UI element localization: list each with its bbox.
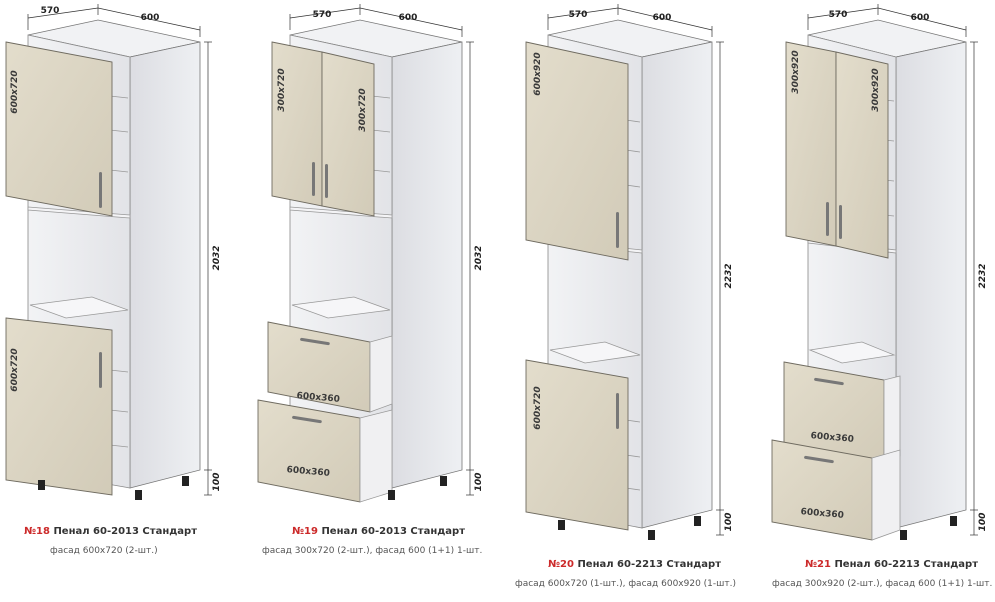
drawer-front-lower xyxy=(771,439,873,541)
door-handle xyxy=(312,162,315,196)
facade-size-label: 600x360 xyxy=(296,391,340,405)
leg-height-label: 100 xyxy=(724,513,734,532)
drawer-handle xyxy=(292,415,322,424)
width-label: 600 xyxy=(399,13,418,23)
dimension-lines xyxy=(547,4,724,536)
legs xyxy=(38,476,189,500)
legs xyxy=(558,516,701,540)
cabinet-facade-spec: фасад 600х720 (2-шт.) xyxy=(50,546,158,556)
facade-door-upper xyxy=(5,41,113,217)
door-handle xyxy=(99,172,102,208)
facade-labels: 600х720 600х720 300x720 300x720 600x360 … xyxy=(10,50,881,521)
cabinet-side xyxy=(391,41,463,489)
leg-height-label: 100 xyxy=(212,473,222,492)
cabinet-side xyxy=(895,41,967,529)
cabinet-caption: №18 Пенал 60-2013 Стандарт xyxy=(24,526,197,537)
facade-door-upper xyxy=(525,41,629,261)
width-label: 600 xyxy=(911,13,930,23)
dimension-lines xyxy=(27,4,212,496)
leg-height-label: 100 xyxy=(474,473,484,492)
facade-size-label: 600x360 xyxy=(800,507,844,521)
drawer-handle xyxy=(804,455,834,464)
cabinet-number: №19 xyxy=(292,526,318,537)
facade-size-label: 600x720 xyxy=(533,386,543,429)
depth-label: 570 xyxy=(569,10,588,20)
facade-size-label: 600x360 xyxy=(286,465,330,479)
depth-label: 570 xyxy=(313,10,332,20)
facade-door-right xyxy=(321,51,375,217)
drawer-box xyxy=(359,409,393,503)
facade-size-label: 600x360 xyxy=(810,431,854,445)
leg-height-label: 100 xyxy=(978,513,988,532)
door-handle xyxy=(325,164,328,198)
cabinet-facade-spec: фасад 600х720 (1-шт.), фасад 600х920 (1-… xyxy=(515,579,736,589)
cabinet-caption: №20 Пенал 60-2213 Стандарт xyxy=(548,559,721,570)
drawer-handle xyxy=(814,377,844,386)
cabinet-title: Пенал 60-2213 Стандарт xyxy=(577,559,722,570)
cabinet-number: №20 xyxy=(548,559,574,570)
dimension-lines xyxy=(807,4,978,536)
width-label: 600 xyxy=(141,13,160,23)
facade-size-label: 300x920 xyxy=(791,50,801,93)
cabinet-title: Пенал 60-2213 Стандарт xyxy=(834,559,979,570)
facade-door-lower xyxy=(525,359,629,531)
drawer-handle xyxy=(300,337,330,346)
dimension-labels: 570 600 2032 100 570 600 2032 100 570 60… xyxy=(41,6,988,531)
facade-size-label: 600x920 xyxy=(533,52,543,95)
door-handle xyxy=(616,393,619,429)
height-label: 2032 xyxy=(212,245,222,270)
door-handle xyxy=(826,202,829,236)
cabinet-title: Пенал 60-2013 Стандарт xyxy=(321,526,466,537)
door-handle xyxy=(616,212,619,248)
dimension-lines xyxy=(289,4,474,496)
cabinet-facade-spec: фасад 300х920 (2-шт.), фасад 600 (1+1) 1… xyxy=(772,579,993,589)
cabinet-title: Пенал 60-2013 Стандарт xyxy=(53,526,198,537)
cabinet-20 xyxy=(525,4,724,540)
facade-door-lower xyxy=(5,317,113,496)
drawer-front-lower xyxy=(257,399,361,503)
width-label: 600 xyxy=(653,13,672,23)
facade-size-label: 600х720 xyxy=(10,348,20,391)
door-handle xyxy=(99,352,102,388)
cabinet-21 xyxy=(771,4,978,541)
facade-size-label: 300x920 xyxy=(871,68,881,111)
legs xyxy=(388,476,447,500)
height-label: 2232 xyxy=(724,263,734,288)
cabinet-19 xyxy=(257,4,474,503)
cabinet-side xyxy=(641,41,713,529)
drawer-box xyxy=(883,375,901,463)
height-label: 2032 xyxy=(474,245,484,270)
legs xyxy=(900,516,957,540)
height-label: 2232 xyxy=(978,263,988,288)
cabinet-18 xyxy=(5,4,212,500)
depth-label: 570 xyxy=(829,10,848,20)
cabinet-number: №18 xyxy=(24,526,50,537)
cabinet-facade-spec: фасад 300х720 (2-шт.), фасад 600 (1+1) 1… xyxy=(262,546,483,556)
shelves xyxy=(27,95,131,448)
door-handle xyxy=(839,205,842,239)
cabinet-caption: №21 Пенал 60-2213 Стандарт xyxy=(805,559,978,570)
facade-size-label: 300x720 xyxy=(277,68,287,111)
facade-door-right xyxy=(835,51,889,259)
drawer-box xyxy=(369,335,393,413)
facade-size-label: 600х720 xyxy=(10,70,20,113)
depth-label: 570 xyxy=(41,6,60,16)
cabinet-caption: №19 Пенал 60-2013 Стандарт xyxy=(292,526,465,537)
cabinet-side xyxy=(129,41,201,489)
drawer-box xyxy=(871,449,901,541)
facade-size-label: 300x720 xyxy=(358,88,368,131)
cabinet-number: №21 xyxy=(805,559,831,570)
